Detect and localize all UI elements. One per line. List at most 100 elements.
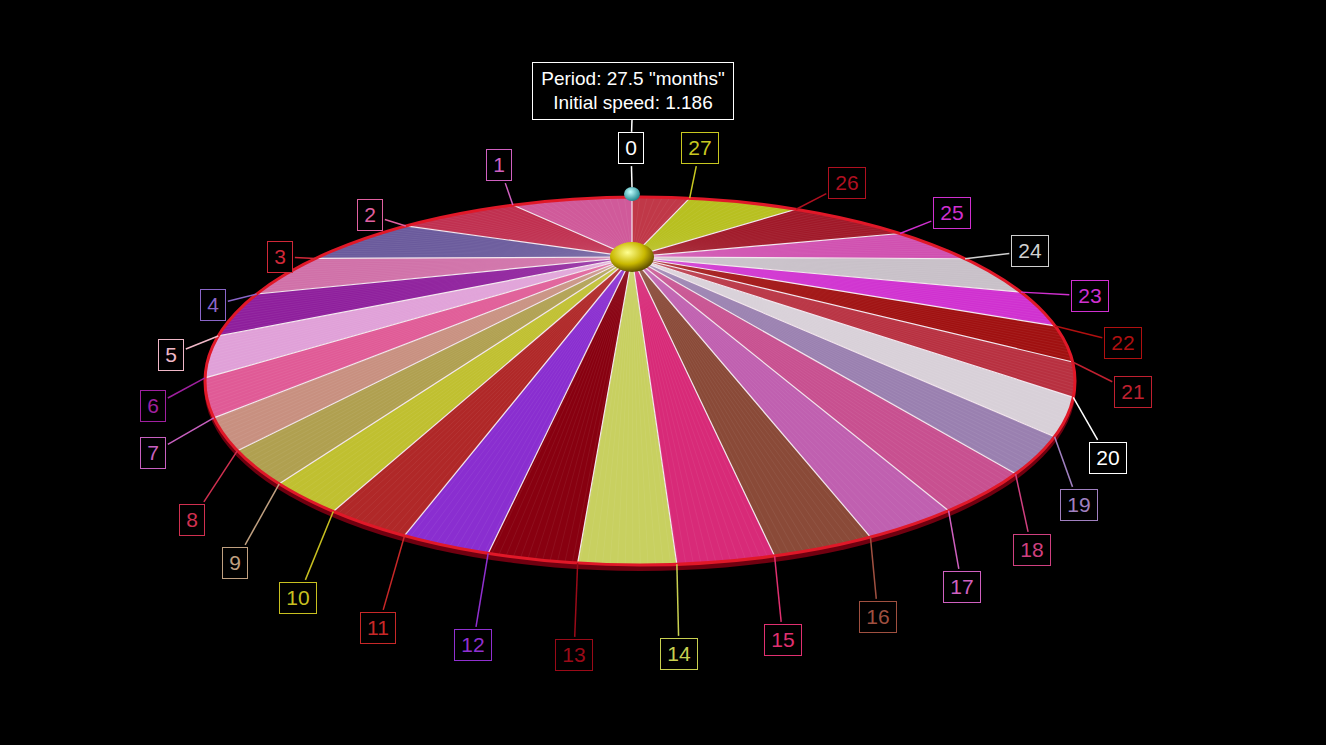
- disc-texture: [333, 257, 632, 511]
- disc-texture: [484, 257, 632, 553]
- leader-line: [505, 183, 513, 205]
- disc-texture: [632, 257, 1066, 419]
- disc-texture: [632, 257, 1060, 428]
- callout-number: 21: [1114, 376, 1151, 408]
- sector-boundary: [632, 257, 1073, 362]
- callout-text: 12: [461, 632, 484, 658]
- callout-text: 26: [835, 170, 858, 196]
- callout-text: 1: [493, 152, 505, 178]
- callout-text: 15: [771, 627, 794, 653]
- leader-line: [1016, 474, 1029, 532]
- callout-text: 17: [950, 574, 973, 600]
- callout-number: 5: [158, 339, 184, 371]
- disc-texture: [632, 257, 1051, 321]
- callout-number: 25: [933, 197, 970, 229]
- disc-texture: [618, 257, 632, 565]
- callout-number: 17: [943, 571, 980, 603]
- disc-texture: [284, 257, 632, 487]
- disc-texture: [205, 257, 632, 381]
- callout-number: 0: [618, 132, 644, 164]
- callout-text: 13: [562, 642, 585, 668]
- disc-texture: [610, 257, 632, 565]
- disc-texture: [632, 257, 1064, 339]
- callout-number: 3: [267, 241, 293, 273]
- tooltip-text: Initial speed: 1.186: [541, 91, 725, 115]
- sector-boundary: [632, 209, 796, 257]
- callout-number: 16: [859, 601, 896, 633]
- disc-texture: [602, 257, 632, 564]
- hub-sphere: [610, 242, 654, 272]
- disc-texture: [632, 257, 1046, 447]
- disc-texture: [632, 257, 978, 265]
- leader-line: [305, 511, 333, 579]
- leader-line: [1055, 437, 1073, 487]
- marker-sphere: [624, 187, 640, 201]
- disc-texture: [632, 230, 889, 257]
- callout-text: 18: [1020, 537, 1043, 563]
- disc-texture: [263, 257, 632, 473]
- disc-texture: [572, 257, 632, 563]
- disc-texture: [354, 242, 632, 257]
- info-tooltip: Period: 27.5 "months"Initial speed: 1.18…: [532, 62, 734, 120]
- leader-line: [949, 511, 959, 569]
- callout-text: 0: [625, 135, 637, 161]
- connector-line: [631, 120, 633, 132]
- disc-texture: [632, 257, 1075, 378]
- tooltip-text: Period: 27.5 "months": [541, 67, 725, 91]
- callout-number: 20: [1089, 442, 1126, 474]
- callout-text: 20: [1096, 445, 1119, 471]
- callout-text: 7: [147, 440, 159, 466]
- disc-texture: [632, 257, 1028, 464]
- callout-text: 8: [186, 507, 198, 533]
- leader-line: [575, 563, 578, 637]
- disc-texture: [288, 257, 632, 489]
- callout-number: 2: [357, 199, 383, 231]
- disc-texture: [565, 257, 632, 562]
- disc-texture: [632, 257, 1070, 352]
- disc-texture: [391, 257, 632, 532]
- disc-texture: [632, 257, 1060, 333]
- disc-texture: [632, 257, 1067, 346]
- disc-texture: [632, 257, 1073, 365]
- disc-texture: [632, 257, 884, 533]
- disc-texture: [632, 257, 1075, 374]
- callout-number: 27: [681, 132, 718, 164]
- callout-number: 15: [764, 624, 801, 656]
- callout-number: 23: [1071, 280, 1108, 312]
- sector-boundary: [632, 257, 1055, 326]
- disc-texture: [632, 257, 987, 270]
- sector-boundary: [632, 257, 1055, 437]
- leader-line: [295, 257, 316, 259]
- leader-line: [1055, 326, 1102, 338]
- sector-boundary: [578, 257, 632, 563]
- disc-texture: [632, 214, 823, 257]
- disc-texture: [520, 257, 632, 558]
- disc-texture: [231, 257, 632, 444]
- disc-texture: [632, 257, 1074, 371]
- disc-texture: [528, 257, 632, 559]
- leader-line: [168, 418, 214, 445]
- leader-line: [186, 336, 218, 349]
- sector-boundary: [632, 257, 1021, 292]
- leader-line: [476, 553, 488, 626]
- sector-boundary: [405, 257, 632, 536]
- disc-texture: [632, 257, 1027, 297]
- callout-text: 16: [866, 604, 889, 630]
- sector-boundary: [632, 257, 1073, 397]
- sector-boundary: [333, 257, 632, 511]
- disc-texture: [543, 257, 632, 560]
- disc-texture: [632, 257, 871, 537]
- callout-number: 6: [140, 390, 166, 422]
- disc-texture: [312, 257, 632, 502]
- disc-texture: [632, 257, 1065, 343]
- disc-texture: [256, 257, 632, 468]
- disc-texture: [632, 257, 1056, 327]
- callout-number: 13: [555, 639, 592, 671]
- callout-text: 9: [229, 550, 241, 576]
- disc-texture: [595, 257, 632, 564]
- disc-texture: [632, 257, 1049, 444]
- disc-texture: [632, 257, 663, 565]
- disc-texture: [249, 257, 632, 462]
- disc-texture: [632, 257, 1058, 432]
